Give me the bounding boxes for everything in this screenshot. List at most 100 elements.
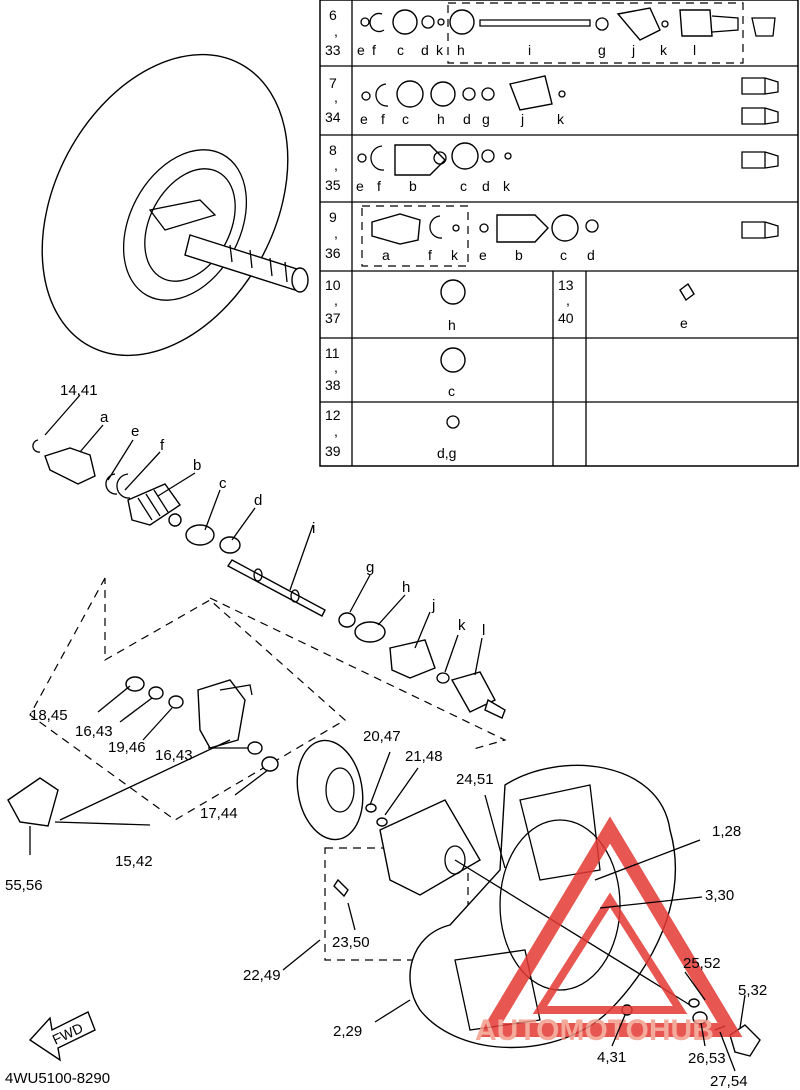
row6-letter: g (598, 42, 606, 58)
callout-e: e (131, 423, 139, 440)
row6-sep: , (334, 23, 338, 39)
callout-17-44: 17,44 (200, 805, 238, 822)
row12-ref-top: 12 (325, 407, 341, 423)
row10-ref-top: 10 (325, 277, 341, 293)
row6-ref-top: 6 (329, 7, 337, 23)
row13-sep: , (566, 292, 570, 308)
row9-letter: a (382, 247, 390, 263)
diagram-code: 4WU5100-8290 (5, 1070, 110, 1087)
row11-ref-bot: 38 (325, 377, 341, 393)
callout-1-28: 1,28 (712, 823, 741, 840)
callout-26-53: 26,53 (688, 1050, 726, 1067)
row10-clamp (440, 279, 466, 305)
row12-clamp (446, 415, 460, 429)
row7-ref-bot: 34 (325, 109, 341, 125)
row13-letter: e (680, 315, 688, 331)
callout-16-43-a: 16,43 (75, 723, 113, 740)
row7-ref-top: 7 (329, 75, 337, 91)
row12-letter: d,g (437, 445, 456, 461)
row6-letter: k (436, 42, 444, 58)
row7-letter: g (482, 111, 490, 127)
row11-letter: c (448, 383, 455, 399)
row6-letter: e (357, 42, 365, 58)
callout-18-45: 18,45 (30, 707, 68, 724)
row7-sep: , (334, 89, 338, 105)
callout-4-31: 4,31 (597, 1049, 626, 1066)
callout-h: h (402, 579, 410, 596)
row8-letter: k (503, 178, 511, 194)
row6-ref-bot: 33 (325, 42, 341, 58)
row9-ref-top: 9 (329, 209, 337, 225)
fwd-arrow: FWD (28, 1011, 96, 1062)
callout-21-48: 21,48 (405, 748, 443, 765)
row9-letter: b (515, 247, 523, 263)
row6-letter: k (660, 42, 668, 58)
callout-g: g (366, 559, 374, 576)
callout-a: a (100, 409, 109, 426)
row9-letter: e (479, 247, 487, 263)
callout-3-30: 3,30 (705, 887, 734, 904)
row7-letter: j (520, 111, 524, 127)
row13-ref-bot: 40 (558, 310, 574, 326)
row6-letter: d (421, 42, 429, 58)
leader-lines (29, 394, 746, 1072)
front-tire-illustration (41, 53, 309, 357)
row9-ref-bot: 36 (325, 245, 341, 261)
row9-letter: k (451, 247, 459, 263)
row8-sep: , (334, 157, 338, 173)
callout-c: c (219, 475, 227, 492)
callout-k: k (458, 617, 466, 634)
callout-b: b (193, 457, 201, 474)
row8-parts (357, 142, 512, 176)
watermark-logo: AUTOMOTOHUB (475, 816, 743, 1047)
knuckle-group (7, 577, 507, 827)
callout-16-43-b: 16,43 (155, 747, 193, 764)
row8-ref-top: 8 (329, 142, 337, 158)
row7-letter: f (381, 111, 385, 127)
row10-sep: , (334, 292, 338, 308)
row11-sep: , (334, 359, 338, 375)
row12-ref-bot: 39 (325, 443, 341, 459)
row11-clamp (440, 347, 466, 373)
callout-25-52: 25,52 (683, 955, 721, 972)
callout-23-50: 23,50 (332, 934, 370, 951)
row6-letter: c (397, 42, 404, 58)
row9-letter: c (560, 247, 567, 263)
row13-ref-top: 13 (558, 277, 574, 293)
row8-letter: e (356, 178, 364, 194)
callout-2-29: 2,29 (333, 1023, 362, 1040)
hub-and-wheel (296, 739, 761, 1057)
row8-letter: f (377, 178, 381, 194)
row9-letter: d (587, 247, 595, 263)
callout-27-54: 27,54 (710, 1073, 748, 1090)
row7-parts (361, 75, 566, 111)
row6-letter: l (693, 42, 696, 58)
row8-letter: c (460, 178, 467, 194)
callout-14-41: 14,41 (60, 382, 98, 399)
row6-letter: h (457, 42, 465, 58)
row10-letter: h (448, 317, 456, 333)
row7-letter: c (402, 111, 409, 127)
row6-letter: j (631, 42, 635, 58)
kit-table-labels: 6 , 33 7 , 34 8 , 35 9 , 36 10 , 37 13 ,… (325, 7, 696, 461)
callout-22-49: 22,49 (243, 967, 281, 984)
row9-letter: f (428, 247, 432, 263)
row6-parts (360, 7, 739, 41)
watermark-text: AUTOMOTOHUB (475, 1014, 714, 1047)
callout-f: f (160, 437, 165, 454)
callout-24-51: 24,51 (456, 771, 494, 788)
row11-ref-top: 11 (325, 345, 340, 361)
row12-sep: , (334, 423, 338, 439)
row7-letter: k (557, 111, 565, 127)
row9-sep: , (334, 225, 338, 241)
callout-labels: 14,41 a e f b c d i g h j k l 18,45 16,4… (5, 382, 767, 1090)
callout-d: d (254, 492, 262, 509)
row9-parts (371, 213, 599, 245)
row7-letter: h (437, 111, 445, 127)
row8-letter: b (409, 178, 417, 194)
callout-5-32: 5,32 (738, 982, 767, 999)
row8-ref-bot: 35 (325, 177, 341, 193)
callout-i: i (312, 520, 315, 537)
row7-letter: d (463, 111, 471, 127)
